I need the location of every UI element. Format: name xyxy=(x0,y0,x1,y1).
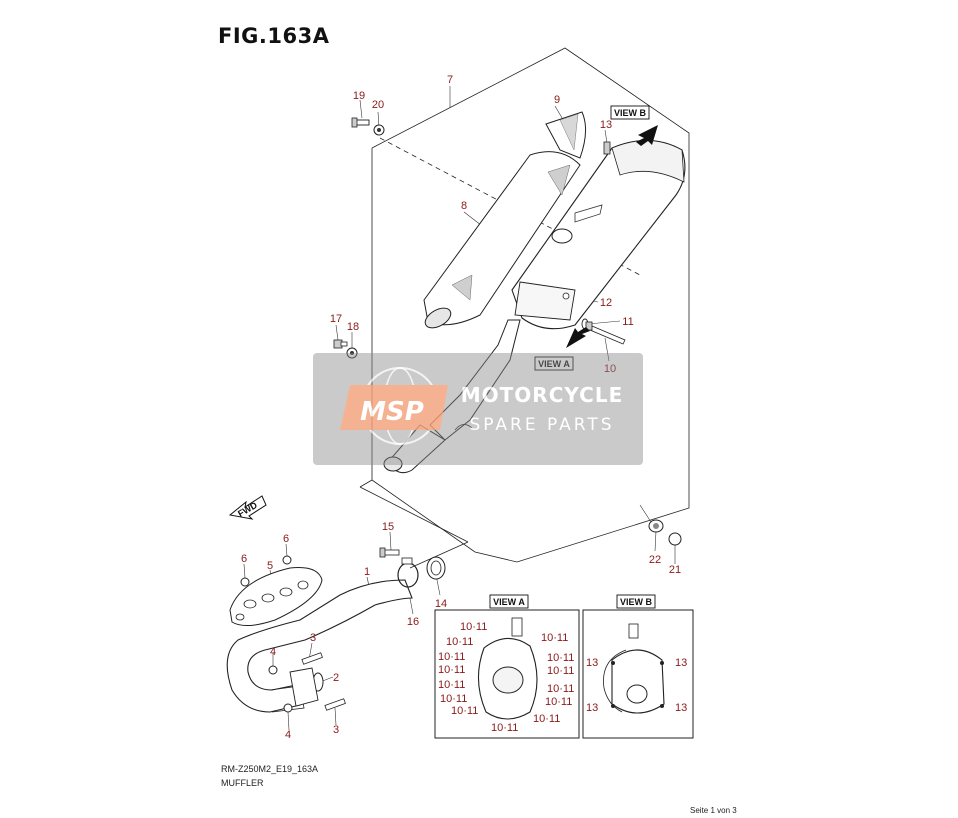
view-a-callout: 10·11 xyxy=(438,664,465,676)
callout-15: 15 xyxy=(382,521,394,533)
nut-part-4-lower xyxy=(283,703,293,713)
exhaust-flange xyxy=(289,667,319,707)
view-a-callout: 10·11 xyxy=(491,722,518,734)
view-b-callout: 13 xyxy=(675,657,687,669)
callout-3-upper: 3 xyxy=(310,632,316,644)
view-b-panel-title-frame xyxy=(616,594,656,609)
view-b-arrow xyxy=(636,125,658,146)
callout-21: 21 xyxy=(669,564,681,576)
clamp-part-16 xyxy=(397,557,419,588)
view-a-callout: 10·11 xyxy=(438,679,465,691)
callout-4-upper: 4 xyxy=(270,646,276,658)
page-note: Seite 1 von 3 xyxy=(690,806,737,815)
view-a-drawing xyxy=(477,617,538,720)
view-b-drawing xyxy=(603,623,665,714)
grommet-part-22 xyxy=(648,519,664,533)
callout-20: 20 xyxy=(372,99,384,111)
figure-name: MUFFLER xyxy=(221,778,264,788)
muffler-body-part-7 xyxy=(383,139,686,474)
view-a-callout: 10·11 xyxy=(547,665,574,677)
callout-7: 7 xyxy=(447,74,453,86)
callout-11: 11 xyxy=(622,316,633,328)
washer-part-20 xyxy=(373,124,385,136)
bolt-part-13 xyxy=(603,141,611,155)
bolt-part-19 xyxy=(351,117,370,128)
view-a-callout: 10·11 xyxy=(451,705,478,717)
callout-4-lower: 4 xyxy=(285,729,291,741)
view-a-tag: VIEW A xyxy=(538,359,570,369)
view-b-callout: 13 xyxy=(586,702,598,714)
watermark: MSP MOTORCYCLE SPARE PARTS xyxy=(313,353,643,465)
callout-9: 9 xyxy=(554,94,560,106)
callout-12: 12 xyxy=(600,297,612,309)
watermark-logo: MSP xyxy=(360,397,424,427)
heat-shield-part-8 xyxy=(423,151,581,329)
view-a-tag-frame xyxy=(534,356,574,371)
view-a-callout: 10·11 xyxy=(545,696,572,708)
view-a-callout: 10·11 xyxy=(438,651,465,663)
watermark-subtitle: SPARE PARTS xyxy=(469,415,614,435)
callout-5: 5 xyxy=(267,560,273,572)
callout-22: 22 xyxy=(649,554,661,566)
callout-1: 1 xyxy=(364,566,370,578)
view-a-callout: 10·11 xyxy=(446,636,473,648)
fwd-arrow: FWD xyxy=(228,495,267,520)
view-a-callout: 10·11 xyxy=(547,652,574,664)
figure-code: RM-Z250M2_E19_163A xyxy=(221,764,319,774)
bolt-part-6-right xyxy=(282,555,292,565)
washer-part-18 xyxy=(346,347,358,359)
view-a-panel-title-frame xyxy=(489,594,529,609)
bolt-part-6-left xyxy=(240,577,250,587)
callout-17: 17 xyxy=(330,313,342,325)
watermark-title: MOTORCYCLE xyxy=(461,383,623,407)
heat-guard-part-5 xyxy=(229,567,323,626)
callout-19: 19 xyxy=(353,90,365,102)
gasket-part-14 xyxy=(426,556,446,580)
bolt-part-12 xyxy=(562,292,570,300)
callout-13: 13 xyxy=(600,119,612,131)
view-a-callout: 10·11 xyxy=(547,683,574,695)
part-callouts: 7 8 9 13 12 11 10 19 20 17 18 22 21 15 1… xyxy=(241,74,681,741)
bolt-part-17 xyxy=(333,339,348,349)
view-a-callout: 10·11 xyxy=(541,632,568,644)
bolt-part-15 xyxy=(379,547,400,558)
view-a-panel-title: VIEW A xyxy=(493,597,525,607)
view-a-callout: 10·11 xyxy=(533,713,560,725)
collar-part-21 xyxy=(668,532,682,546)
stud-part-3-upper xyxy=(301,652,323,665)
callout-6-left: 6 xyxy=(241,553,247,565)
callout-3-lower: 3 xyxy=(333,724,339,736)
callout-10: 10 xyxy=(604,363,616,375)
view-a-callout: 10·11 xyxy=(460,621,487,633)
view-b-callout: 13 xyxy=(675,702,687,714)
callout-14: 14 xyxy=(435,598,447,610)
callout-6-right: 6 xyxy=(283,533,289,545)
end-cap-part-9 xyxy=(545,111,586,159)
callout-2: 2 xyxy=(333,672,339,684)
view-b-tag-frame xyxy=(610,105,650,120)
nut-part-4-upper xyxy=(268,665,278,675)
stud-part-3-lower xyxy=(324,698,346,711)
view-a-arrow xyxy=(566,327,590,348)
figure-title: FIG.163A xyxy=(218,24,330,48)
view-a-callouts: 10·11 10·11 10·11 10·11 10·11 10·11 10·1… xyxy=(438,621,574,734)
view-a-callout: 10·11 xyxy=(440,693,467,705)
view-b-panel-title: VIEW B xyxy=(620,597,653,607)
view-b-tag: VIEW B xyxy=(614,108,647,118)
view-b-callout: 13 xyxy=(586,657,598,669)
view-b-callouts: 13 13 13 13 xyxy=(586,657,687,714)
callout-18: 18 xyxy=(347,321,359,333)
callout-8: 8 xyxy=(461,200,467,212)
callout-16: 16 xyxy=(407,616,419,628)
